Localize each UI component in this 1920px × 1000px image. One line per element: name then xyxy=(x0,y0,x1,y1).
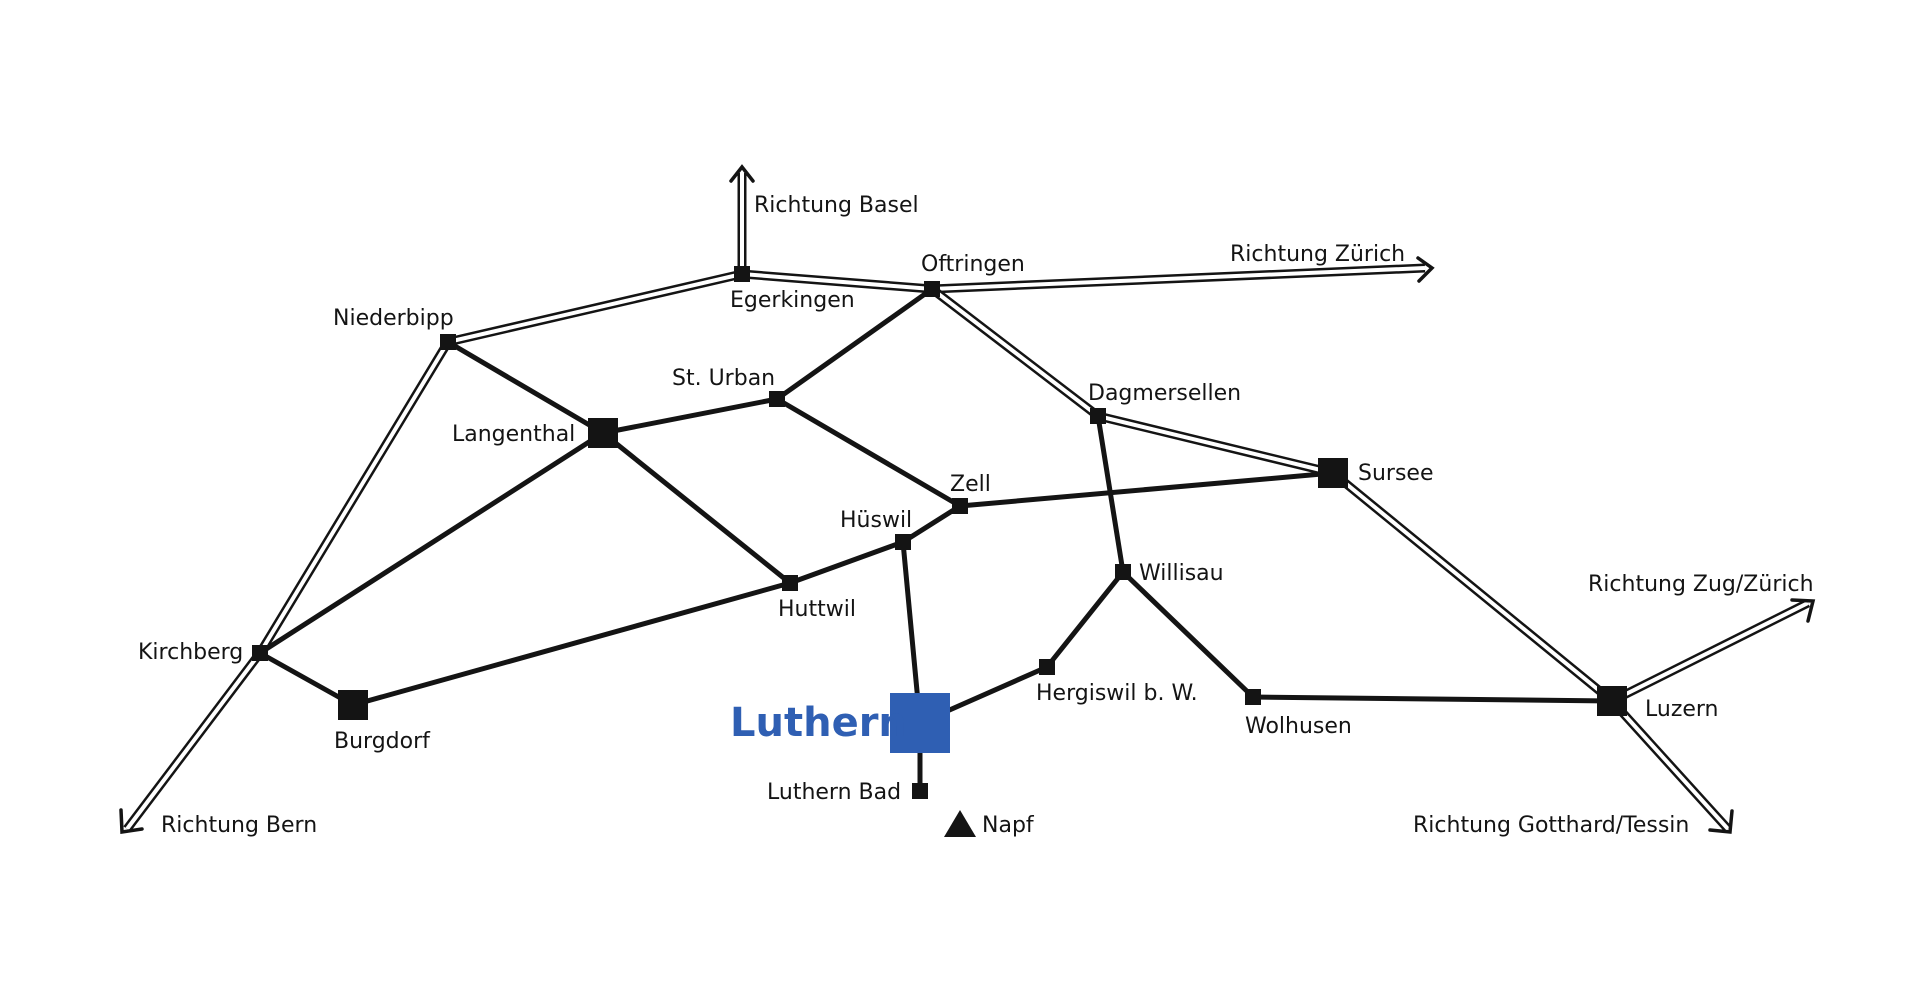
road-zell-hueswil xyxy=(900,503,963,545)
direction-gotthard: Richtung Gotthard/Tessin xyxy=(1413,813,1689,838)
label-st-urban: St. Urban xyxy=(672,366,775,391)
node-luthern xyxy=(890,693,950,753)
label-napf: Napf xyxy=(982,813,1035,838)
road-niederbipp-langenthal xyxy=(445,339,606,436)
label-willisau: Willisau xyxy=(1139,561,1224,586)
node-hueswil xyxy=(895,534,911,550)
road-langenthal-sturban xyxy=(600,396,780,436)
highway-oftringen-dagmersellen xyxy=(929,285,1101,420)
highway-niederbipp-kirchberg xyxy=(256,339,452,656)
road-zell-sursee xyxy=(957,470,1336,509)
label-egerkingen: Egerkingen xyxy=(730,288,855,313)
node-wolhusen xyxy=(1245,689,1261,705)
node-huttwil xyxy=(782,575,798,591)
road-wolhusen-luzern xyxy=(1250,694,1615,704)
arrow-up-right-icon xyxy=(1790,598,1816,623)
node-dagmersellen xyxy=(1090,408,1106,424)
label-burgdorf: Burgdorf xyxy=(334,729,431,754)
label-wolhusen: Wolhusen xyxy=(1245,714,1352,739)
arrow-up-icon xyxy=(729,164,755,183)
label-dagmersellen: Dagmersellen xyxy=(1088,381,1241,406)
highway-luzern-gotthard xyxy=(1608,697,1732,833)
node-hergiswil xyxy=(1039,659,1055,675)
label-kirchberg: Kirchberg xyxy=(138,640,243,665)
direction-basel: Richtung Basel xyxy=(754,193,919,218)
road-sturban-oftringen xyxy=(774,286,935,402)
label-luzern: Luzern xyxy=(1645,697,1719,722)
highway-kirchberg-bern xyxy=(123,650,264,832)
label-oftringen: Oftringen xyxy=(921,252,1025,277)
road-huttwil-burgdorf xyxy=(350,580,793,708)
road-network xyxy=(257,286,1615,794)
node-zell xyxy=(952,498,968,514)
road-hueswil-luthern xyxy=(900,539,923,726)
label-hueswil: Hüswil xyxy=(840,508,912,533)
highway-network xyxy=(123,173,1811,833)
arrow-down-right-icon xyxy=(1708,809,1734,834)
direction-bern: Richtung Bern xyxy=(161,813,317,838)
label-niederbipp: Niederbipp xyxy=(333,306,454,331)
label-langenthal: Langenthal xyxy=(452,422,575,447)
node-egerkingen xyxy=(734,266,750,282)
direction-labels: Richtung Basel Richtung Zürich Richtung … xyxy=(161,193,1814,838)
node-niederbipp xyxy=(440,334,456,350)
road-langenthal-kirchberg xyxy=(257,430,606,656)
road-hueswil-huttwil xyxy=(787,539,906,586)
node-luzern xyxy=(1597,686,1627,716)
node-luthern-bad xyxy=(912,783,928,799)
road-willisau-wolhusen xyxy=(1120,569,1256,700)
direction-zug-zuerich: Richtung Zug/Zürich xyxy=(1588,572,1814,597)
label-zell: Zell xyxy=(950,472,991,497)
road-sturban-zell xyxy=(774,396,963,509)
direction-arrows xyxy=(119,164,1816,835)
highway-niederbipp-egerkingen xyxy=(446,269,744,347)
arrow-down-left-icon xyxy=(119,808,144,835)
node-st-urban xyxy=(769,391,785,407)
highway-egerkingen-oftringen xyxy=(741,269,933,294)
road-hergiswil-willisau xyxy=(1044,569,1126,670)
mountain-peak-icon xyxy=(944,810,976,837)
label-huttwil: Huttwil xyxy=(778,597,856,622)
node-langenthal xyxy=(588,418,618,448)
highway-dagmersellen-sursee xyxy=(1096,411,1335,478)
node-willisau xyxy=(1115,564,1131,580)
road-willisau-dagmersellen xyxy=(1095,413,1126,575)
label-luthern-bad: Luthern Bad xyxy=(767,780,901,805)
label-sursee: Sursee xyxy=(1358,461,1434,486)
highway-sursee-luzern xyxy=(1330,469,1615,705)
node-burgdorf xyxy=(338,690,368,720)
highway-oftringen-zuerich xyxy=(931,263,1426,294)
road-langenthal-huttwil xyxy=(600,430,793,586)
direction-zuerich: Richtung Zürich xyxy=(1230,242,1405,267)
place-labels: Niederbipp Egerkingen Oftringen St. Urba… xyxy=(138,252,1719,838)
node-sursee xyxy=(1318,458,1348,488)
arrow-right-icon xyxy=(1416,256,1435,283)
node-oftringen xyxy=(924,281,940,297)
label-hergiswil: Hergiswil b. W. xyxy=(1036,681,1198,706)
road-kirchberg-burgdorf xyxy=(257,650,356,708)
town-markers xyxy=(252,266,1627,837)
label-luthern: Luthern xyxy=(730,700,907,746)
highway-luzern-zug xyxy=(1609,598,1811,706)
node-kirchberg xyxy=(252,645,268,661)
